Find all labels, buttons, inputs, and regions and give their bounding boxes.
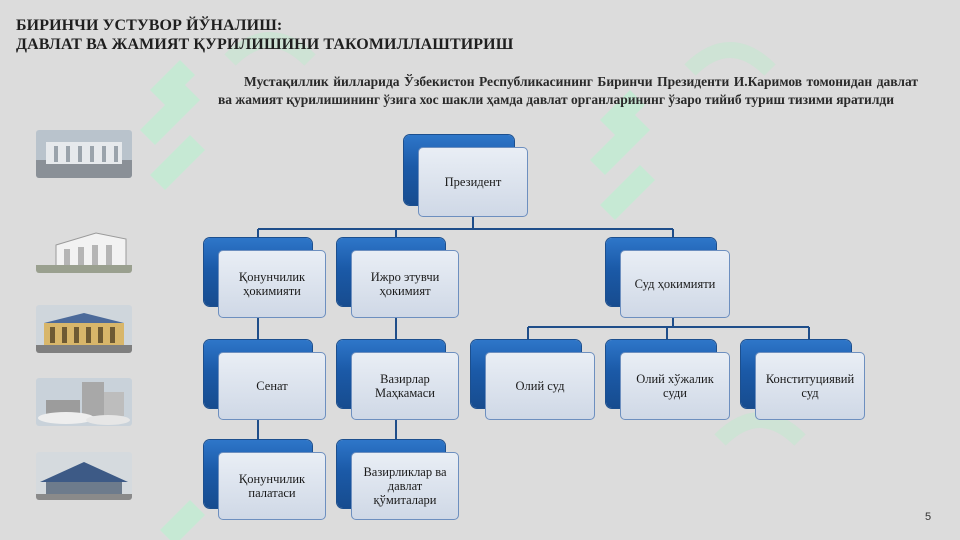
intro-paragraph: Мустақиллик йилларида Ўзбекистон Республ… <box>218 74 918 107</box>
building-photo-4 <box>36 378 132 426</box>
building-photo-3 <box>36 305 132 353</box>
node-senate: Сенат <box>204 340 326 420</box>
node-executive: Ижро этувчи ҳокимият <box>337 238 459 318</box>
building-photo-2 <box>36 225 132 273</box>
node-ministries: Вазирликлар ва давлат қўмиталари <box>337 440 459 520</box>
node-legislative: Қонунчилик ҳокимияти <box>204 238 326 318</box>
node-president: Президент <box>404 135 528 217</box>
building-photo-5 <box>36 452 132 500</box>
node-legislative-chamber: Қонунчилик палатаси <box>204 440 326 520</box>
building-photo-1 <box>36 130 132 178</box>
title-line-2: ДАВЛАТ ВА ЖАМИЯТ ҚУРИЛИШИНИ ТАКОМИЛЛАШТИ… <box>16 36 514 53</box>
node-cabinet: Вазирлар Маҳкамаси <box>337 340 459 420</box>
page-number: 5 <box>925 511 932 523</box>
node-economic-court: Олий хўжалик суди <box>606 340 730 420</box>
node-judicial: Суд ҳокимияти <box>606 238 730 318</box>
title-line-1: БИРИНЧИ УСТУВОР ЙЎНАЛИШ: <box>16 17 283 34</box>
slide-title: БИРИНЧИ УСТУВОР ЙЎНАЛИШ: ДАВЛАТ ВА ЖАМИЯ… <box>16 16 513 54</box>
node-constitutional-court: Конституциявий суд <box>741 340 865 420</box>
node-supreme-court: Олий суд <box>471 340 595 420</box>
